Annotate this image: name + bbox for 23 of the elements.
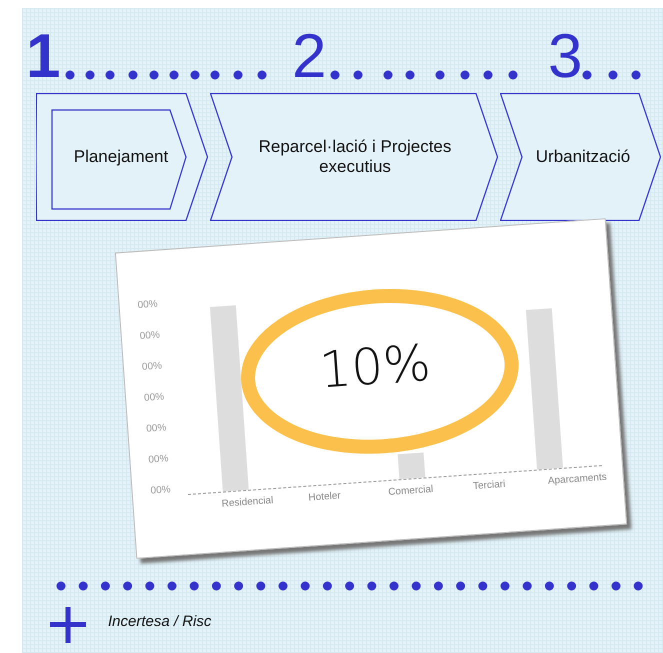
axis-tick-label: 00%	[146, 422, 167, 435]
chevron-step	[36, 93, 208, 221]
axis-tick-label: 00%	[142, 360, 162, 373]
axis-tick-label: 00%	[137, 298, 158, 312]
axis-category-label: Terciari	[472, 478, 506, 492]
highlight-value: 10%	[318, 334, 433, 400]
axis-tick-label: 00%	[139, 330, 160, 342]
chevron-step	[500, 93, 661, 221]
step-label: Planejament	[72, 147, 170, 167]
axis-tick-label: 00%	[144, 391, 164, 404]
step-number: 1	[26, 26, 60, 88]
note-text: Incertesa / Risc	[108, 613, 212, 630]
axis-category-label: Hoteler	[308, 490, 342, 504]
axis-category-label: Aparcaments	[548, 472, 608, 487]
step-label: Urbanització	[534, 147, 632, 167]
axis-tick-label: 00%	[148, 453, 169, 466]
step-number: 2	[292, 26, 326, 88]
chevron-step	[210, 93, 498, 221]
step-number: 3	[548, 26, 582, 88]
step-label: Reparcel·lació i Projectes executius	[258, 137, 452, 177]
axis-tick-label: 00%	[150, 484, 171, 497]
axis-category-label: Comercial	[388, 484, 434, 498]
axis-category-label: Residencial	[221, 495, 274, 510]
